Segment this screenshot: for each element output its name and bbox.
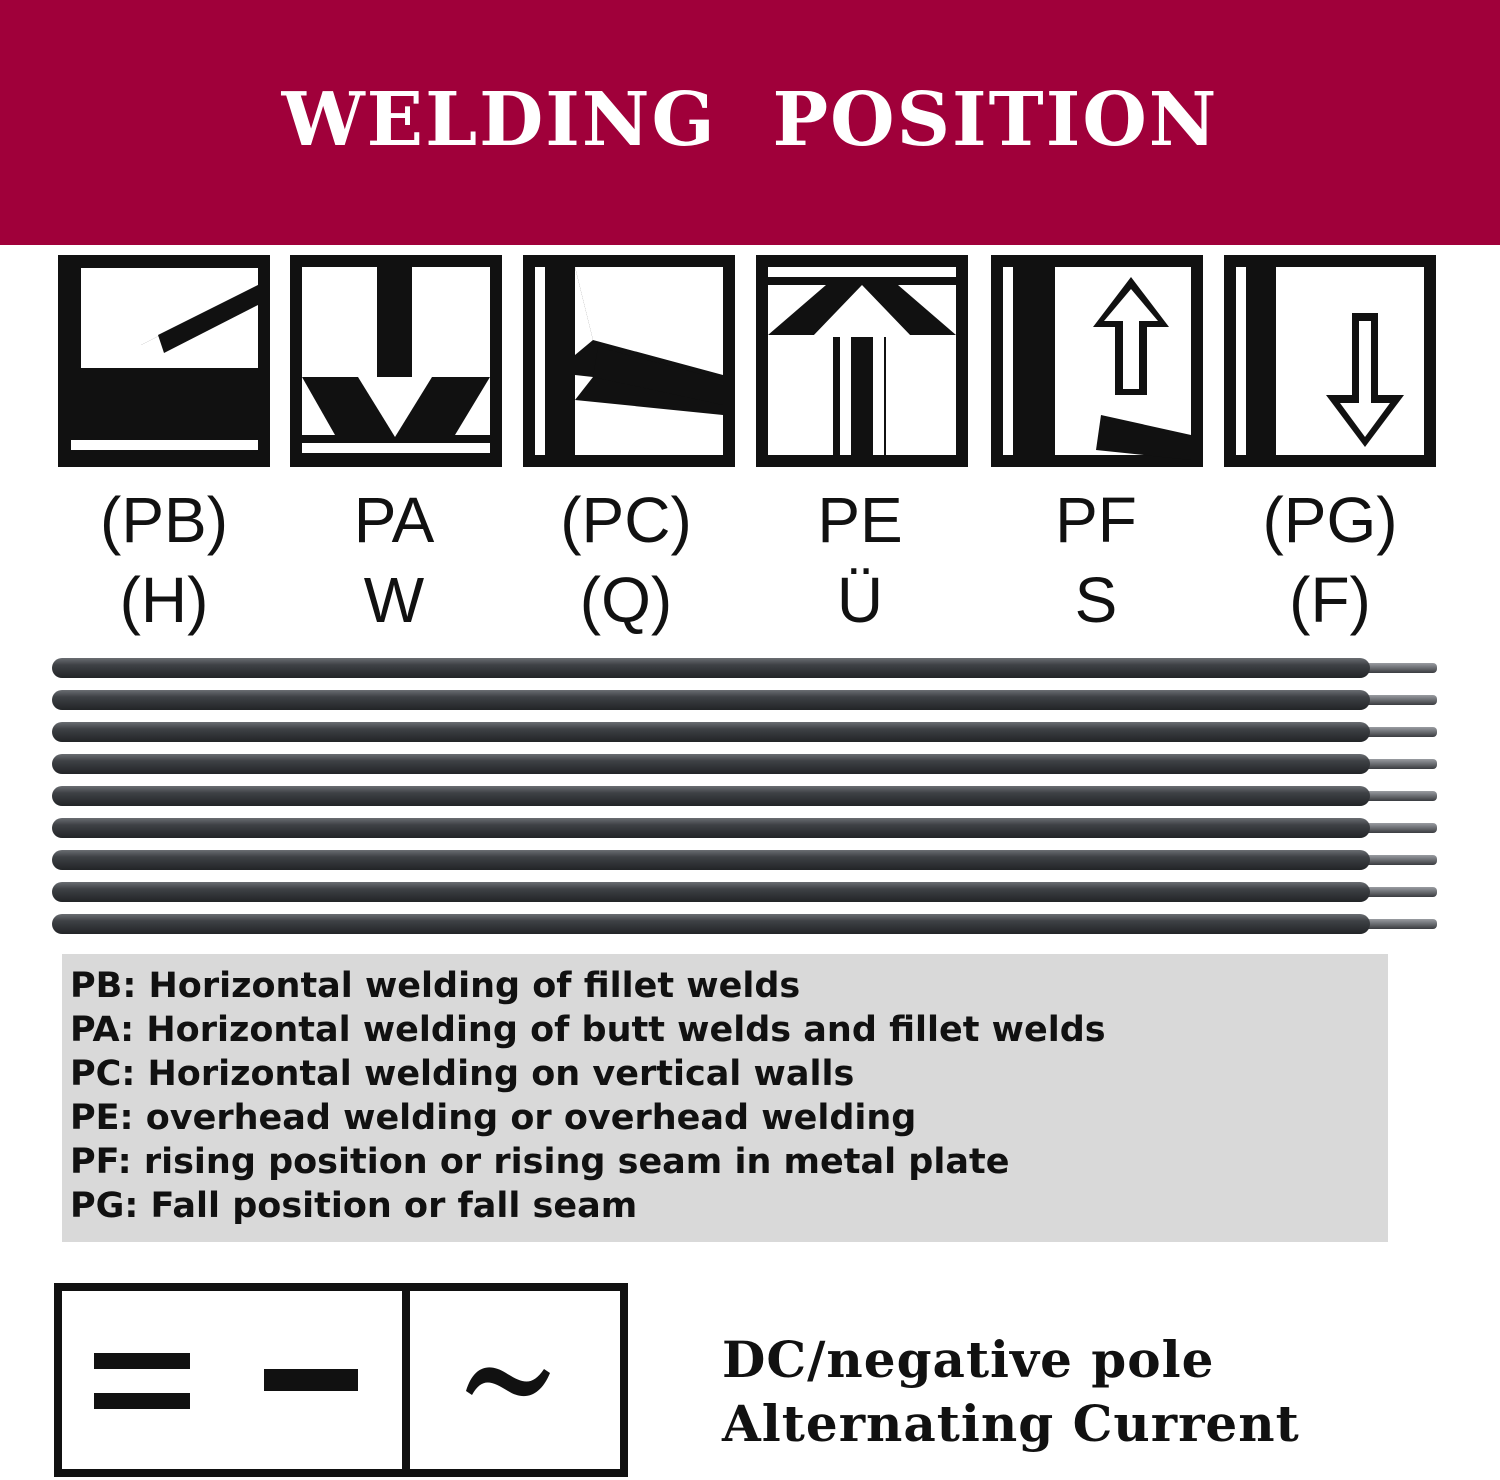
flat-downhand-icon — [290, 255, 502, 467]
position-label-pc: (PC)(Q) — [560, 484, 692, 636]
welding-rod — [52, 658, 1437, 678]
description-panel: PB: Horizontal welding of fillet welds P… — [62, 954, 1388, 1242]
welding-rod — [52, 914, 1437, 934]
position-label-pg: (PG)(F) — [1262, 484, 1398, 636]
vertical-down-icon — [1224, 255, 1436, 467]
welding-rod — [52, 818, 1437, 838]
description-pa: PA: Horizontal welding of butt welds and… — [70, 1010, 1106, 1050]
welding-rod — [52, 690, 1437, 710]
position-label-pb: (PB)(H) — [100, 484, 228, 636]
welding-rod — [52, 850, 1437, 870]
description-pb: PB: Horizontal welding of fillet welds — [70, 966, 801, 1006]
current-type-box — [54, 1283, 628, 1477]
welding-rod — [52, 786, 1437, 806]
title-banner: WELDING POSITION — [0, 0, 1500, 245]
welding-rod — [52, 882, 1437, 902]
description-pg: PG: Fall position or fall seam — [70, 1186, 638, 1226]
description-pc: PC: Horizontal welding on vertical walls — [70, 1054, 855, 1094]
dc-equals-icon — [94, 1353, 190, 1409]
welding-rod — [52, 754, 1437, 774]
welding-rod — [52, 722, 1437, 742]
description-pf: PF: rising position or rising seam in me… — [70, 1142, 1010, 1182]
legend-dc: DC/negative pole — [722, 1330, 1215, 1389]
horizontal-vertical-wall-icon — [523, 255, 735, 467]
page-title: WELDING POSITION — [281, 76, 1219, 163]
legend-ac: Alternating Current — [722, 1394, 1300, 1453]
vertical-up-icon — [991, 255, 1203, 467]
welding-rods-image — [0, 650, 1500, 940]
ac-tilde-icon — [466, 1367, 550, 1397]
overhead-icon — [756, 255, 968, 467]
fillet-horizontal-icon — [58, 255, 270, 467]
description-pe: PE: overhead welding or overhead welding — [70, 1098, 917, 1138]
negative-pole-icon — [264, 1369, 358, 1391]
